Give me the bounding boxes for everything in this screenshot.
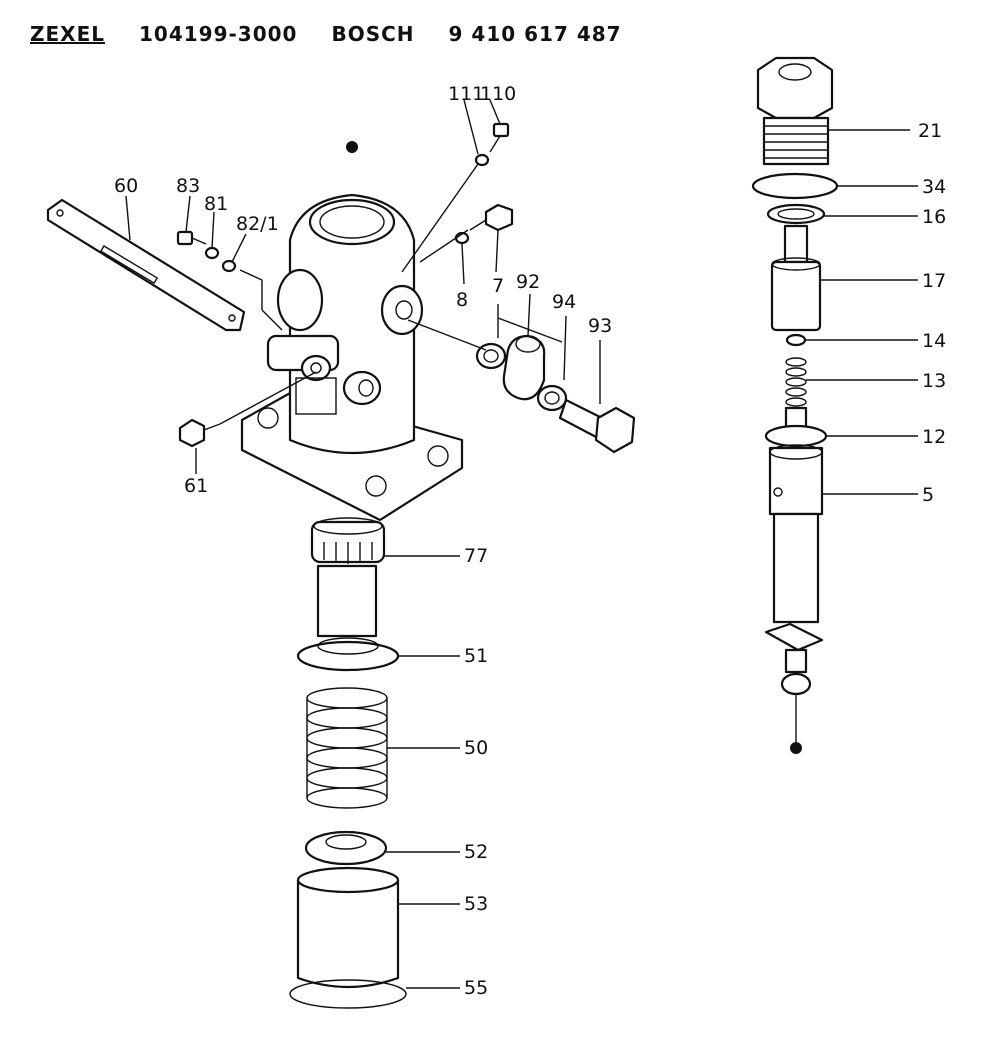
callout-77: 77: [464, 545, 488, 567]
part-pump-body: [240, 193, 464, 522]
part-stopper-17: [770, 224, 822, 332]
part-o-ring-34: [751, 172, 839, 200]
part-spring-seat-51: [296, 637, 400, 672]
part-control-sleeve-77: [310, 517, 386, 638]
part-tappet-53: [296, 866, 400, 989]
part-lever-60: [46, 198, 246, 332]
bosch-part-number: 9 410 617 487: [448, 22, 622, 46]
zexel-part-number: 104199-3000: [139, 22, 298, 46]
callout-12: 12: [922, 426, 946, 448]
part-washer-94b: [536, 384, 568, 412]
callout-7: 7: [492, 275, 504, 297]
part-screw-110: [489, 122, 510, 153]
callout-55: 55: [464, 977, 488, 999]
part-banjo-92: [502, 334, 546, 401]
callout-16: 16: [922, 206, 946, 228]
brand-bosch: BOSCH: [331, 22, 415, 46]
callout-21: 21: [918, 120, 942, 142]
part-gasket-16: [766, 203, 826, 225]
callout-53: 53: [464, 893, 488, 915]
part-lower-seat-52: [304, 830, 388, 866]
callout-92: 92: [516, 271, 540, 293]
callout-8: 8: [456, 289, 468, 311]
part-washer-81: [204, 246, 220, 260]
callout-34: 34: [922, 176, 946, 198]
part-washer-111: [474, 153, 490, 167]
part-screw-83: [176, 230, 207, 246]
part-washer-94a: [475, 342, 507, 370]
leader-lines: [125, 99, 918, 989]
part-plunger-barrel-5: [764, 444, 824, 696]
callout-17: 17: [922, 270, 946, 292]
callout-111: 111: [448, 83, 484, 105]
callout-14: 14: [922, 330, 946, 352]
callout-60: 60: [114, 175, 138, 197]
header: ZEXEL 104199-3000 BOSCH 9 410 617 487: [30, 22, 656, 46]
callout-93: 93: [588, 315, 612, 337]
callout-52: 52: [464, 841, 488, 863]
callout-50: 50: [464, 737, 488, 759]
callout-81: 81: [204, 193, 228, 215]
part-bolt-93: [558, 398, 636, 454]
callout-labels: 111 110 60 83 81 82/1 7 8 92 94 93 61 77…: [114, 83, 946, 999]
callout-83: 83: [176, 175, 200, 197]
callout-82-1: 82/1: [236, 213, 279, 235]
callout-13: 13: [922, 370, 946, 392]
part-screw-61: [178, 418, 221, 448]
marker-dot-bottom: [790, 742, 802, 754]
part-delivery-valve-12: [764, 406, 828, 448]
part-delivery-holder-21: [756, 56, 834, 166]
callout-5: 5: [922, 484, 934, 506]
brand-zexel: ZEXEL: [30, 22, 105, 46]
part-spring-13: [785, 357, 807, 407]
marker-dot-top: [346, 141, 358, 153]
callout-110: 110: [480, 83, 516, 105]
part-screw-7: [469, 203, 514, 232]
part-spring-50: [306, 687, 388, 809]
part-washer-82: [221, 259, 237, 273]
callout-51: 51: [464, 645, 488, 667]
callout-94: 94: [552, 291, 576, 313]
part-snap-ring-55: [289, 979, 407, 1009]
part-shim-14: [785, 333, 807, 347]
callout-61: 61: [184, 475, 208, 497]
